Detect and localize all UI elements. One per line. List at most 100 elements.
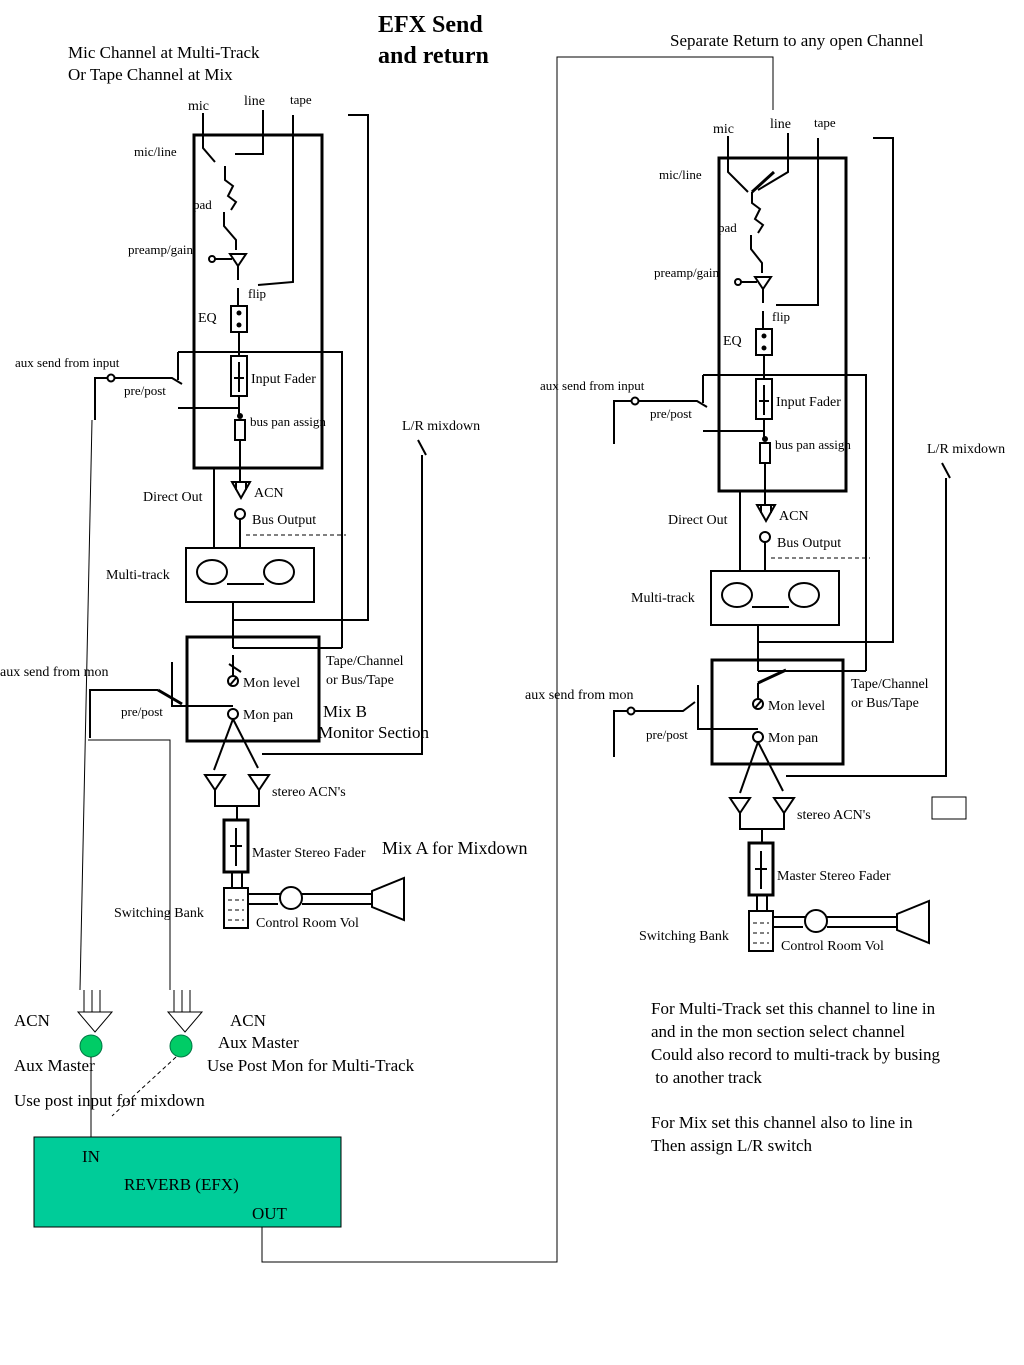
note-line-1: For Multi-Track set this channel to line…: [651, 999, 936, 1018]
left-reel-2: [263, 559, 295, 585]
right-multitrack-label: Multi-track: [631, 591, 695, 606]
reverb-name: REVERB (EFX): [124, 1175, 239, 1194]
right-master-stereo-fader: [747, 841, 775, 897]
left-mix-a-label: Mix A for Mixdown: [382, 838, 528, 858]
left-mon-selector: [228, 655, 242, 676]
reverb-return-wire: [261, 56, 774, 1263]
left-flip-label: flip: [248, 286, 266, 301]
left-monitor-section-label: Monitor Section: [318, 723, 429, 742]
reverb-unit: IN REVERB (EFX) OUT: [33, 56, 774, 1263]
right-bus-output-jack: [759, 531, 771, 543]
note-line-2: and in the mon section select channel: [651, 1022, 905, 1041]
right-monitor-section-box: [710, 658, 845, 766]
right-stereo-acn-1: [728, 797, 752, 815]
right-pre-post-mon-label: pre/post: [646, 727, 688, 742]
left-aux-input-feed: [79, 419, 93, 991]
reverb-box: [33, 1136, 342, 1228]
right-aux-master-acn-label: ACN: [230, 1011, 266, 1030]
left-tape-input-label: tape: [290, 92, 312, 107]
post-mon-note: Use Post Mon for Multi-Track: [207, 1056, 415, 1075]
empty-box: [931, 796, 967, 820]
right-input-channel-box: [717, 156, 848, 493]
left-bus-pan-label: bus pan assign: [250, 414, 326, 429]
left-bus-pan-assign: [234, 419, 246, 441]
right-aux-input-loop: [703, 374, 867, 671]
left-gain-knob: [208, 255, 216, 263]
right-preamp-icon: [753, 276, 773, 291]
left-aux-master-knob: [79, 1034, 103, 1058]
right-bus-output-label: Bus Output: [777, 536, 841, 551]
aux-masters: ACN Aux Master ACN Aux Master Use Post M…: [14, 990, 415, 1138]
right-acn-icon: [755, 504, 777, 524]
right-switching-bank: [748, 910, 774, 952]
right-preamp-gain-label: preamp/gain: [654, 265, 719, 280]
left-master-stereo-fader-label: Master Stereo Fader: [252, 846, 366, 861]
left-mic-wire: [202, 113, 216, 163]
left-aux-send-mon-label: aux send from mon: [0, 665, 108, 680]
left-tape-return-wire: [232, 114, 369, 621]
left-acn-label: ACN: [254, 486, 284, 501]
left-preamp-icon: [228, 253, 248, 268]
left-multitrack-recorder: [185, 547, 315, 603]
right-acn-label: ACN: [779, 509, 809, 524]
right-pad-switch: [751, 192, 765, 234]
right-pad-label: pad: [718, 220, 737, 235]
left-line-input-label: line: [244, 94, 265, 109]
right-aux-send-mon-label: aux send from mon: [525, 688, 633, 703]
left-stereo-acn-1: [203, 774, 227, 792]
left-aux-send-input-label: aux send from input: [15, 355, 120, 370]
right-tape-wire: [776, 138, 819, 306]
right-channel-header: Separate Return to any open Channel: [670, 31, 924, 50]
left-line-wire: [235, 110, 264, 155]
left-aux-master-acn-label: ACN: [14, 1011, 50, 1030]
left-mon-pan-knob: [227, 708, 239, 720]
left-preamp-gain-label: preamp/gain: [128, 242, 193, 257]
left-master-stereo-fader: [222, 818, 250, 874]
right-tape-channel-label-1: Tape/Channel: [851, 677, 929, 692]
left-mon-pan-label: Mon pan: [243, 708, 293, 723]
note-line-4: to another track: [651, 1068, 762, 1087]
left-aux-master-acn-icon: [76, 1011, 114, 1033]
left-channel-strip: Mic Channel at Multi-Track Or Tape Chann…: [0, 43, 528, 991]
left-aux-input-loop: [178, 351, 343, 648]
right-mon-pan-knob: [752, 731, 764, 743]
right-mic-line-label: mic/line: [659, 167, 702, 182]
left-mon-level-label: Mon level: [243, 676, 300, 691]
right-line-wire: [757, 133, 789, 191]
right-mon-pre-post-switch: [634, 701, 696, 712]
left-switching-bank: [223, 887, 249, 929]
left-channel-header-2: Or Tape Channel at Mix: [68, 65, 233, 84]
left-reel-1: [196, 559, 228, 585]
left-channel-header-1: Mic Channel at Multi-Track: [68, 43, 260, 62]
right-reel-2: [788, 582, 820, 608]
right-stereo-acns-label: stereo ACN's: [797, 808, 871, 823]
right-mon-level-label: Mon level: [768, 699, 825, 714]
left-switching-bank-label: Switching Bank: [114, 906, 204, 921]
left-pad-switch: [224, 166, 238, 211]
right-aux-send-input-label: aux send from input: [540, 378, 645, 393]
left-monitor-section-box: [185, 635, 321, 743]
right-aux-master-label: Aux Master: [218, 1033, 299, 1052]
post-input-note: Use post input for mixdown: [14, 1091, 205, 1110]
right-multitrack-recorder: [710, 570, 840, 626]
right-line-input-label: line: [770, 117, 791, 132]
left-stereo-acns-label: stereo ACN's: [272, 785, 346, 800]
right-aux-send-mon-jack: [626, 706, 636, 716]
left-lr-mixdown-label: L/R mixdown: [402, 419, 480, 434]
note-line-3: Could also record to multi-track by busi…: [651, 1045, 940, 1064]
left-eq-label: EQ: [198, 311, 217, 326]
right-eq-block: [755, 328, 773, 356]
right-mon-level-knob: [752, 698, 764, 710]
right-lr-mixdown-switch: [786, 462, 951, 777]
instructions-notes: For Multi-Track set this channel to line…: [651, 999, 940, 1155]
left-aux-mon-feed: [88, 739, 171, 990]
left-bus-output-jack: [234, 508, 246, 520]
left-eq-block: [230, 305, 248, 333]
right-master-stereo-fader-label: Master Stereo Fader: [777, 869, 891, 884]
right-direct-out-label: Direct Out: [668, 513, 728, 528]
left-mic-input-label: mic: [188, 99, 209, 114]
right-tape-channel-label-2: or Bus/Tape: [851, 696, 919, 711]
right-input-fader-label: Input Fader: [776, 395, 841, 410]
right-lr-mixdown-label: L/R mixdown: [927, 442, 1005, 457]
